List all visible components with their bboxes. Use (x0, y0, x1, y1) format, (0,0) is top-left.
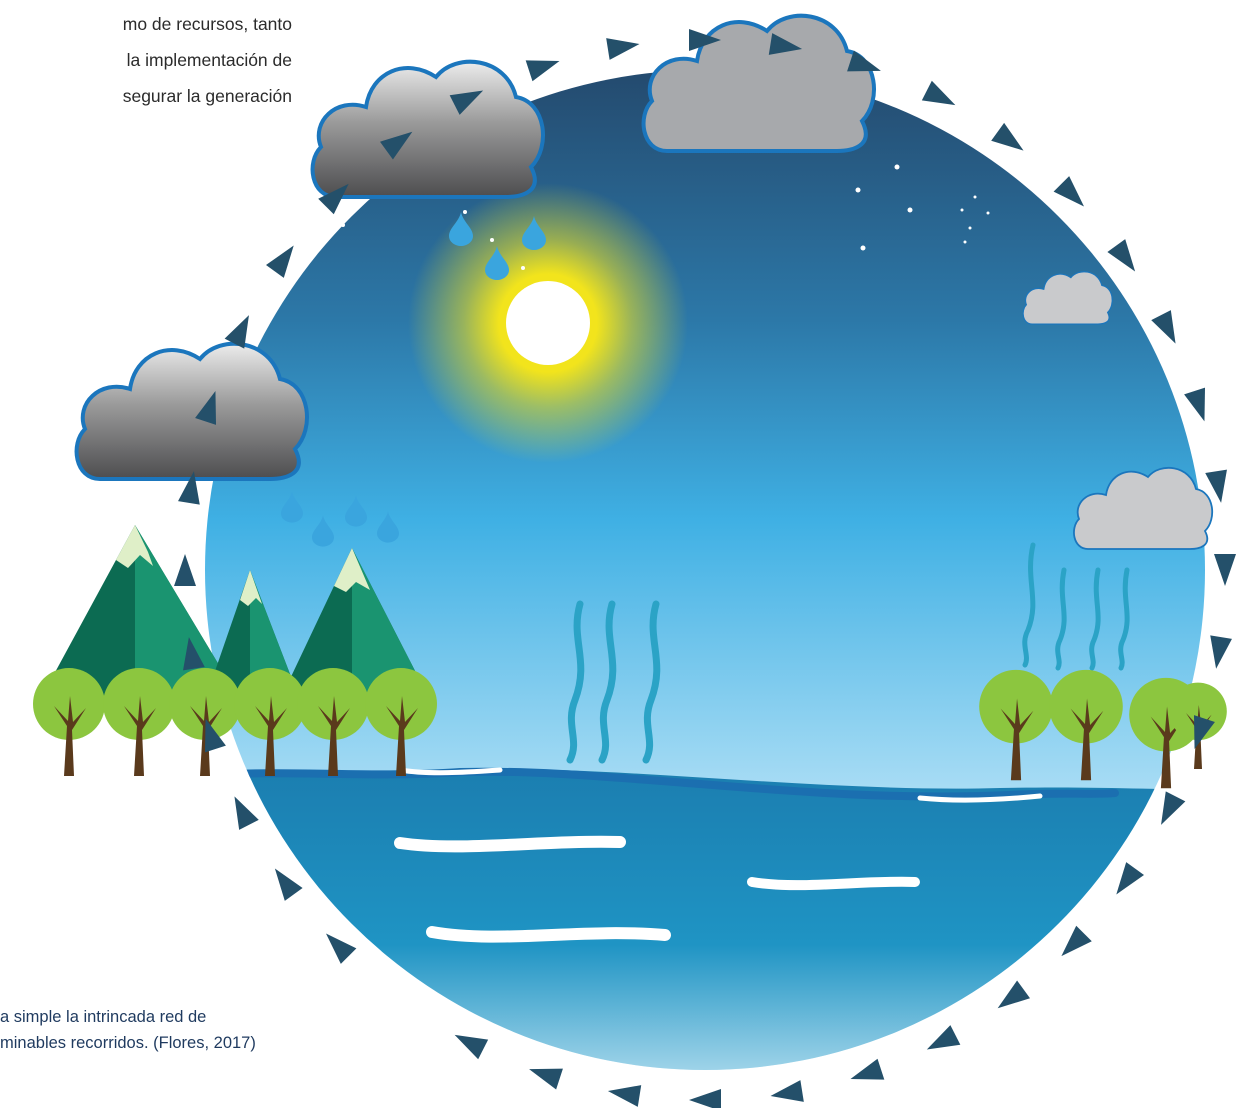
star-icon (341, 164, 990, 270)
body-text-fragment: mo de recursos, tanto la implementación … (0, 6, 292, 114)
cycle-arrow-icon (379, 131, 413, 160)
cloud-icon (644, 16, 874, 151)
cycle-arrow-icon (454, 1034, 489, 1060)
cycle-arrow-icon (1210, 635, 1232, 669)
cycle-arrows (174, 29, 1236, 1108)
shoreline (205, 767, 1119, 801)
cycle-arrow-icon (770, 1080, 804, 1102)
cloud-icon (77, 344, 307, 479)
cycle-arrow-icon (1161, 791, 1186, 825)
cycle-arrow-icon (178, 471, 200, 505)
cycle-arrow-icon (1205, 469, 1227, 503)
mountain-icon (205, 570, 300, 700)
cycle-arrow-icon (1116, 862, 1145, 895)
body-text-line: la implementación de (126, 50, 292, 70)
sun-icon (408, 183, 688, 463)
cycle-arrow-icon (1184, 387, 1206, 422)
cycle-arrow-icon (1107, 239, 1136, 272)
cycle-arrow-icon (689, 29, 721, 51)
cycle-arrow-icon (1193, 715, 1215, 750)
cycle-arrow-icon (689, 1089, 721, 1108)
cycle-arrow-icon (1053, 176, 1085, 207)
cycle-arrow-icon (224, 315, 249, 349)
cycle-arrow-icon (525, 60, 560, 82)
cycle-arrow-icon (1061, 925, 1092, 957)
figure-caption: a simple la intrincada red de minables r… (0, 1004, 400, 1056)
cycle-arrow-icon (926, 1025, 961, 1050)
cycle-arrow-icon (991, 122, 1024, 151)
cloud-icon (313, 62, 543, 197)
wave (747, 876, 920, 891)
cycle-arrow-icon (529, 1068, 563, 1090)
cycle-arrow-icon (606, 38, 640, 60)
sea (205, 770, 1205, 1070)
mountain-icon (280, 548, 430, 700)
cycle-arrow-icon (921, 80, 956, 106)
caption-line: a simple la intrincada red de (0, 1008, 207, 1026)
cycle-arrow-icon (607, 1085, 642, 1107)
wave (394, 835, 626, 853)
cycle-arrow-icon (234, 796, 259, 830)
cycle-arrow-icon (1214, 554, 1236, 586)
wave (426, 926, 671, 943)
cycle-arrow-icon (850, 1058, 885, 1080)
cycle-arrow-icon (274, 868, 303, 901)
vapor-icon (1022, 542, 1130, 671)
cycle-arrow-icon (318, 183, 349, 215)
cycle-arrow-icon (195, 390, 217, 425)
caption-line: minables recorridos. (Flores, 2017) (0, 1034, 256, 1052)
cycle-arrow-icon (1151, 310, 1176, 344)
body-text-line: mo de recursos, tanto (122, 14, 292, 34)
cycle-arrow-icon (768, 33, 803, 55)
cycle-arrow-icon (847, 50, 881, 72)
cycle-arrow-icon (449, 90, 484, 115)
cycle-arrow-icon (183, 637, 205, 671)
cycle-arrow-icon (325, 933, 357, 964)
cycle-arrow-icon (265, 245, 294, 278)
cycle-arrow-icon (174, 554, 196, 586)
body-text-line: segurar la generación (122, 86, 292, 106)
vapor-icon (566, 600, 661, 764)
cycle-arrow-icon (204, 718, 226, 753)
cycle-arrow-icon (997, 980, 1031, 1009)
